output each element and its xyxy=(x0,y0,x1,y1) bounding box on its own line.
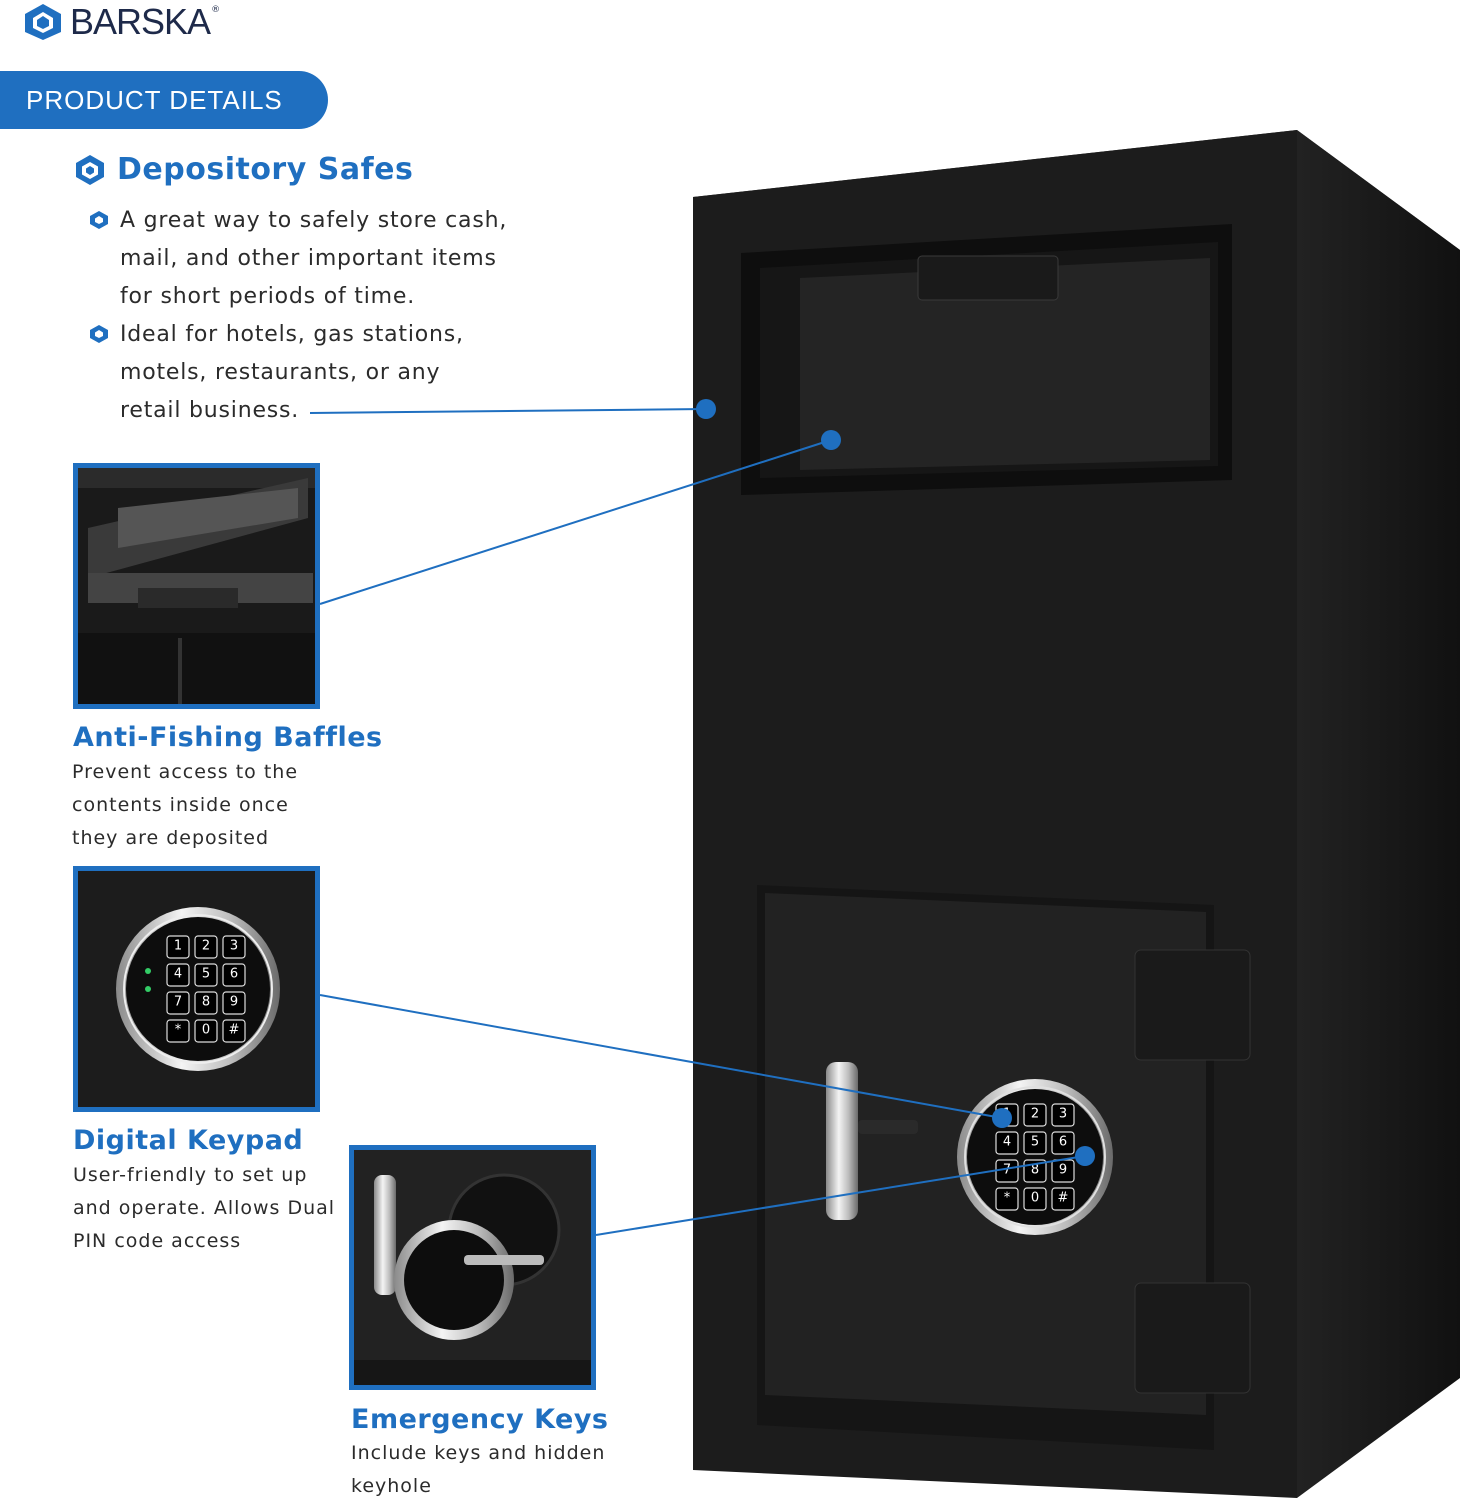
feature-desc-keypad: User-friendly to set up and operate. All… xyxy=(73,1164,336,1252)
feature-title-baffles: Anti-Fishing Baffles xyxy=(73,722,383,753)
keypad-key-label: 0 xyxy=(1031,1191,1039,1206)
keypad-key-label: 1 xyxy=(174,939,182,954)
keypad-key-label: 2 xyxy=(1031,1107,1039,1122)
feature-desc-baffles: Prevent access to the contents inside on… xyxy=(72,761,299,849)
keypad-key-label: 9 xyxy=(1059,1163,1067,1178)
keypad-key-label: 6 xyxy=(230,967,238,982)
keypad-thumbnail: 1 2 3 4 5 6 7 8 9 * 0 # xyxy=(73,866,320,1112)
keypad-key-label: * xyxy=(1004,1191,1011,1206)
keypad-key xyxy=(166,935,190,959)
keypad-key xyxy=(222,991,246,1015)
keypad-key-label: 3 xyxy=(1059,1107,1067,1122)
keypad-key xyxy=(1051,1187,1075,1211)
callout-dot-safes xyxy=(696,399,716,419)
keypad-key xyxy=(995,1187,1019,1211)
banner-label: PRODUCT DETAILS xyxy=(26,84,283,115)
keypad-key xyxy=(166,1019,190,1043)
keypad-key-label: 5 xyxy=(202,967,210,982)
feature-title-keypad: Digital Keypad xyxy=(73,1125,304,1156)
callout-line-baffles xyxy=(319,439,832,605)
barska-logo-icon xyxy=(25,4,61,40)
section-heading: Depository Safes xyxy=(73,152,413,187)
keypad-key-label: 4 xyxy=(1003,1135,1011,1150)
keypad-key xyxy=(222,935,246,959)
barska-bullet-icon xyxy=(76,154,104,185)
bullet-item: A great way to safely store cash, mail, … xyxy=(88,202,528,316)
baffles-thumbnail xyxy=(73,463,320,709)
keypad-key-label: 9 xyxy=(230,995,238,1010)
keypad-key-label: 5 xyxy=(1031,1135,1039,1150)
keypad-key xyxy=(194,963,218,987)
callout-line-keys xyxy=(595,1155,1086,1236)
keypad-key xyxy=(1023,1131,1047,1155)
keypad-key xyxy=(1023,1103,1047,1127)
callout-line-safes xyxy=(309,408,707,414)
brand-registered-mark: ® xyxy=(211,5,221,15)
keypad-key-label: 0 xyxy=(202,1023,210,1038)
keypad-key-label: # xyxy=(1058,1191,1069,1206)
keypad-key-label: 8 xyxy=(1031,1163,1039,1178)
keypad-key xyxy=(995,1131,1019,1155)
keypad-key xyxy=(166,991,190,1015)
section-bullets: A great way to safely store cash, mail, … xyxy=(88,202,528,430)
keypad-key xyxy=(222,963,246,987)
keypad-key-label: 3 xyxy=(230,939,238,954)
feature-title-keys: Emergency Keys xyxy=(351,1404,609,1435)
callout-line-keypad xyxy=(319,994,1003,1119)
keypad-key xyxy=(194,935,218,959)
safe-side xyxy=(1297,130,1460,1498)
bullet-text: A great way to safely store cash, mail, … xyxy=(120,208,508,309)
drawer-handle xyxy=(917,255,1059,301)
section-title: Depository Safes xyxy=(117,152,414,187)
bullet-text: Ideal for hotels, gas stations, motels, … xyxy=(120,322,464,423)
keypad-key-label: 6 xyxy=(1059,1135,1067,1150)
callout-dot-keys xyxy=(1075,1146,1095,1166)
keypad-key-label: 8 xyxy=(202,995,210,1010)
emergency-keys-thumbnail xyxy=(349,1145,596,1390)
brand-name: BARSKA xyxy=(70,1,211,42)
keypad-key-label: # xyxy=(229,1023,240,1038)
callout-dot-keypad xyxy=(992,1108,1012,1128)
hinge-top xyxy=(1134,949,1251,1061)
door-handle xyxy=(826,1062,858,1220)
small-bullet-icon xyxy=(90,325,108,343)
keypad-key xyxy=(1051,1131,1075,1155)
keypad-key xyxy=(1023,1187,1047,1211)
keypad-key xyxy=(166,963,190,987)
keypad-key-label: 7 xyxy=(1003,1163,1011,1178)
small-bullet-icon xyxy=(90,211,108,229)
hinge-bottom xyxy=(1134,1282,1251,1394)
keypad-key-label: * xyxy=(175,1023,182,1038)
keypad-key-label: 2 xyxy=(202,939,210,954)
keypad-key xyxy=(194,991,218,1015)
keypad-key xyxy=(194,1019,218,1043)
brand-logo: BARSKA ® xyxy=(20,1,221,42)
keypad-key-label: 7 xyxy=(174,995,182,1010)
callout-dot-baffles xyxy=(821,430,841,450)
keypad-key-label: 4 xyxy=(174,967,182,982)
keypad-key xyxy=(222,1019,246,1043)
product-details-banner: PRODUCT DETAILS xyxy=(0,71,328,129)
deposit-drawer xyxy=(800,258,1210,470)
keypad-key xyxy=(1051,1103,1075,1127)
feature-desc-keys: Include keys and hidden keyhole xyxy=(351,1442,606,1497)
bullet-item: Ideal for hotels, gas stations, motels, … xyxy=(88,316,528,430)
